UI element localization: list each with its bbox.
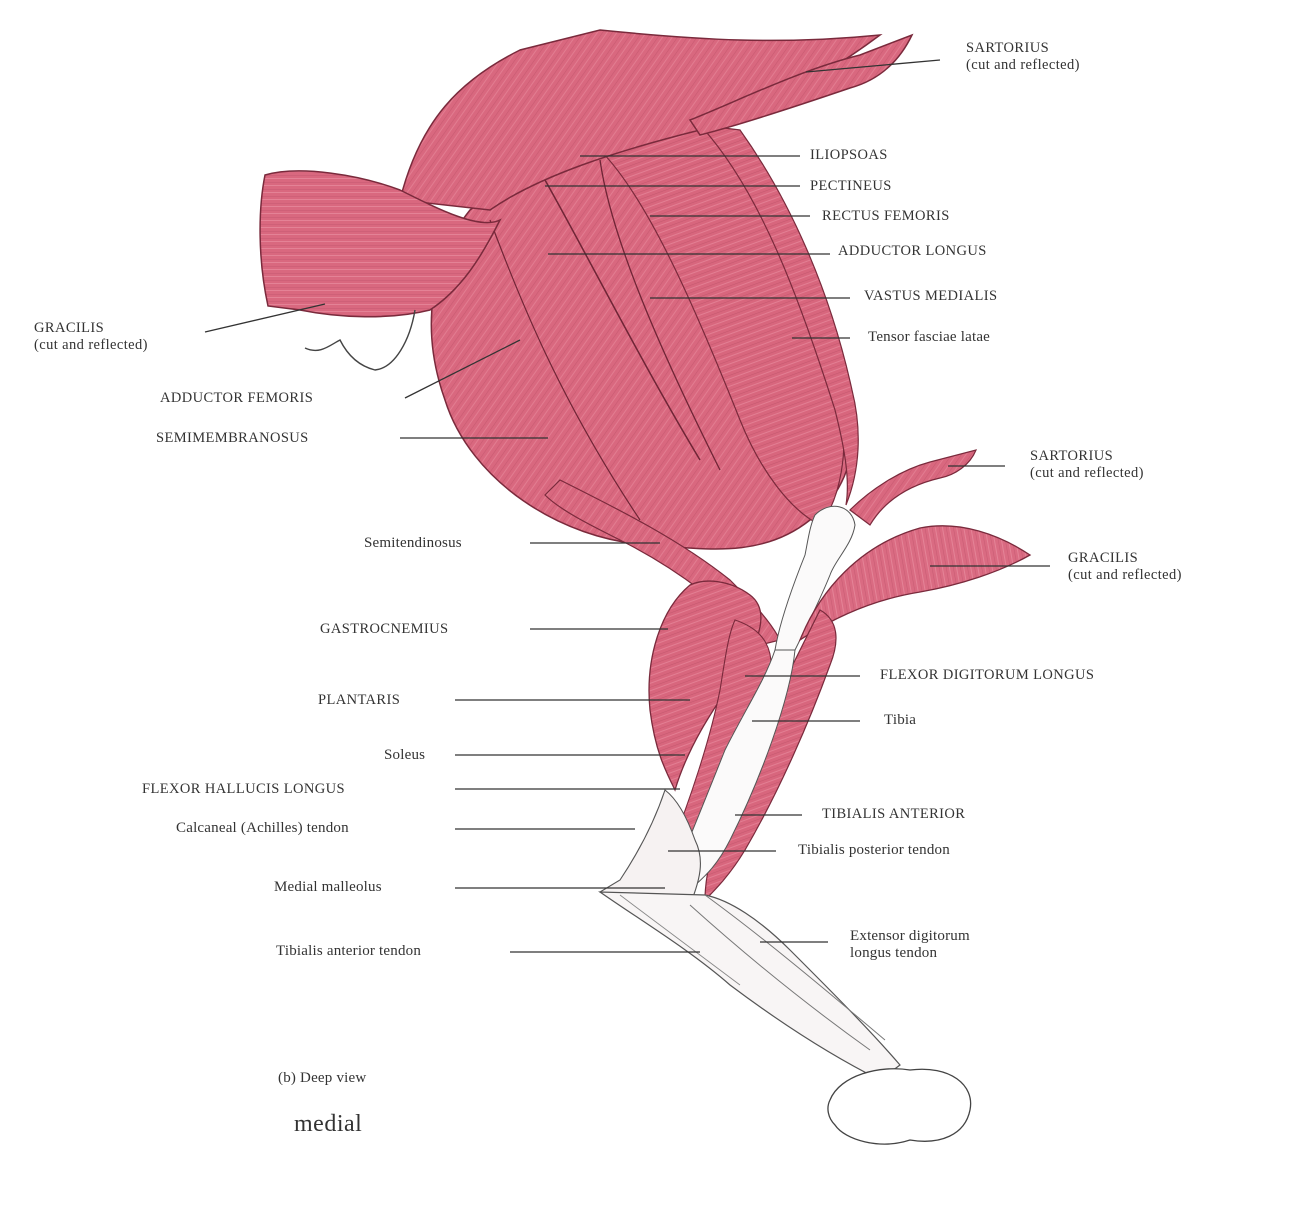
label-semitendinosus: Semitendinosus bbox=[364, 535, 462, 551]
label-gracilis-left-name: GRACILIS bbox=[34, 320, 105, 336]
metatarsus bbox=[598, 891, 901, 1081]
label-tibialis-anterior-tendon: Tibialis anterior tendon bbox=[276, 943, 422, 959]
label-sartorius-right-note: (cut and reflected) bbox=[1030, 465, 1144, 481]
orientation-label: medial bbox=[294, 1111, 363, 1137]
tendon-line bbox=[619, 894, 741, 986]
label-sartorius-right: SARTORIUS (cut and reflected) bbox=[1030, 448, 1144, 482]
muscle-division-line bbox=[599, 159, 721, 471]
label-tibialis-posterior-tendon: Tibialis posterior tendon bbox=[798, 842, 950, 858]
gracilis-right-shape bbox=[798, 525, 1032, 642]
label-sartorius-top-note: (cut and reflected) bbox=[966, 57, 1080, 73]
extensor-tendon-line bbox=[704, 894, 886, 1041]
label-rectus-femoris: RECTUS FEMORIS bbox=[822, 208, 950, 224]
gracilis-left-shape bbox=[259, 170, 502, 318]
muscle-division-line bbox=[544, 179, 701, 461]
view-caption: (b) Deep view bbox=[278, 1070, 367, 1086]
label-pectineus: PECTINEUS bbox=[810, 178, 892, 194]
label-extensor-line1: Extensor digitorum bbox=[850, 928, 970, 944]
label-vastus-medialis: VASTUS MEDIALIS bbox=[864, 288, 998, 304]
sartorius-right-shape bbox=[849, 449, 977, 526]
label-tensor-fasciae-latae: Tensor fasciae latae bbox=[868, 329, 991, 345]
label-gracilis-right-name: GRACILIS bbox=[1068, 550, 1139, 566]
label-tibialis-anterior: TIBIALIS ANTERIOR bbox=[822, 806, 966, 822]
leader-lines bbox=[204, 59, 1050, 953]
label-gracilis-left: GRACILIS (cut and reflected) bbox=[34, 320, 148, 354]
muscle-division-line bbox=[489, 219, 641, 521]
label-adductor-femoris: ADDUCTOR FEMORIS bbox=[160, 390, 314, 406]
label-sartorius-top-name: SARTORIUS bbox=[966, 40, 1050, 56]
label-gracilis-right: GRACILIS (cut and reflected) bbox=[1068, 550, 1182, 584]
label-plantaris: PLANTARIS bbox=[318, 692, 401, 708]
label-tibia: Tibia bbox=[884, 712, 917, 728]
label-gastrocnemius: GASTROCNEMIUS bbox=[320, 621, 449, 637]
label-semimembranosus: SEMIMEMBRANOSUS bbox=[156, 430, 309, 446]
label-calcaneal-tendon: Calcaneal (Achilles) tendon bbox=[176, 820, 349, 836]
label-flexor-hallucis-longus: FLEXOR HALLUCIS LONGUS bbox=[142, 781, 345, 797]
label-extensor-digitorum-longus-tendon: Extensor digitorum longus tendon bbox=[850, 928, 970, 962]
fat-pad-outline bbox=[304, 309, 416, 371]
label-sartorius-right-name: SARTORIUS bbox=[1030, 448, 1114, 464]
label-flexor-digitorum-longus: FLEXOR DIGITORUM LONGUS bbox=[880, 667, 1095, 683]
label-sartorius-top: SARTORIUS (cut and reflected) bbox=[966, 40, 1080, 74]
label-medial-malleolus: Medial malleolus bbox=[274, 879, 382, 895]
label-gracilis-right-note: (cut and reflected) bbox=[1068, 567, 1182, 583]
label-adductor-longus: ADDUCTOR LONGUS bbox=[838, 243, 987, 259]
label-gracilis-left-note: (cut and reflected) bbox=[34, 337, 148, 353]
sartorius-top-shape bbox=[399, 29, 883, 211]
label-extensor-line2: longus tendon bbox=[850, 945, 938, 961]
paw-outline bbox=[827, 1068, 972, 1145]
label-iliopsoas: ILIOPSOAS bbox=[810, 147, 888, 163]
extensor-tendon-line bbox=[689, 904, 871, 1051]
label-soleus: Soleus bbox=[384, 747, 426, 763]
